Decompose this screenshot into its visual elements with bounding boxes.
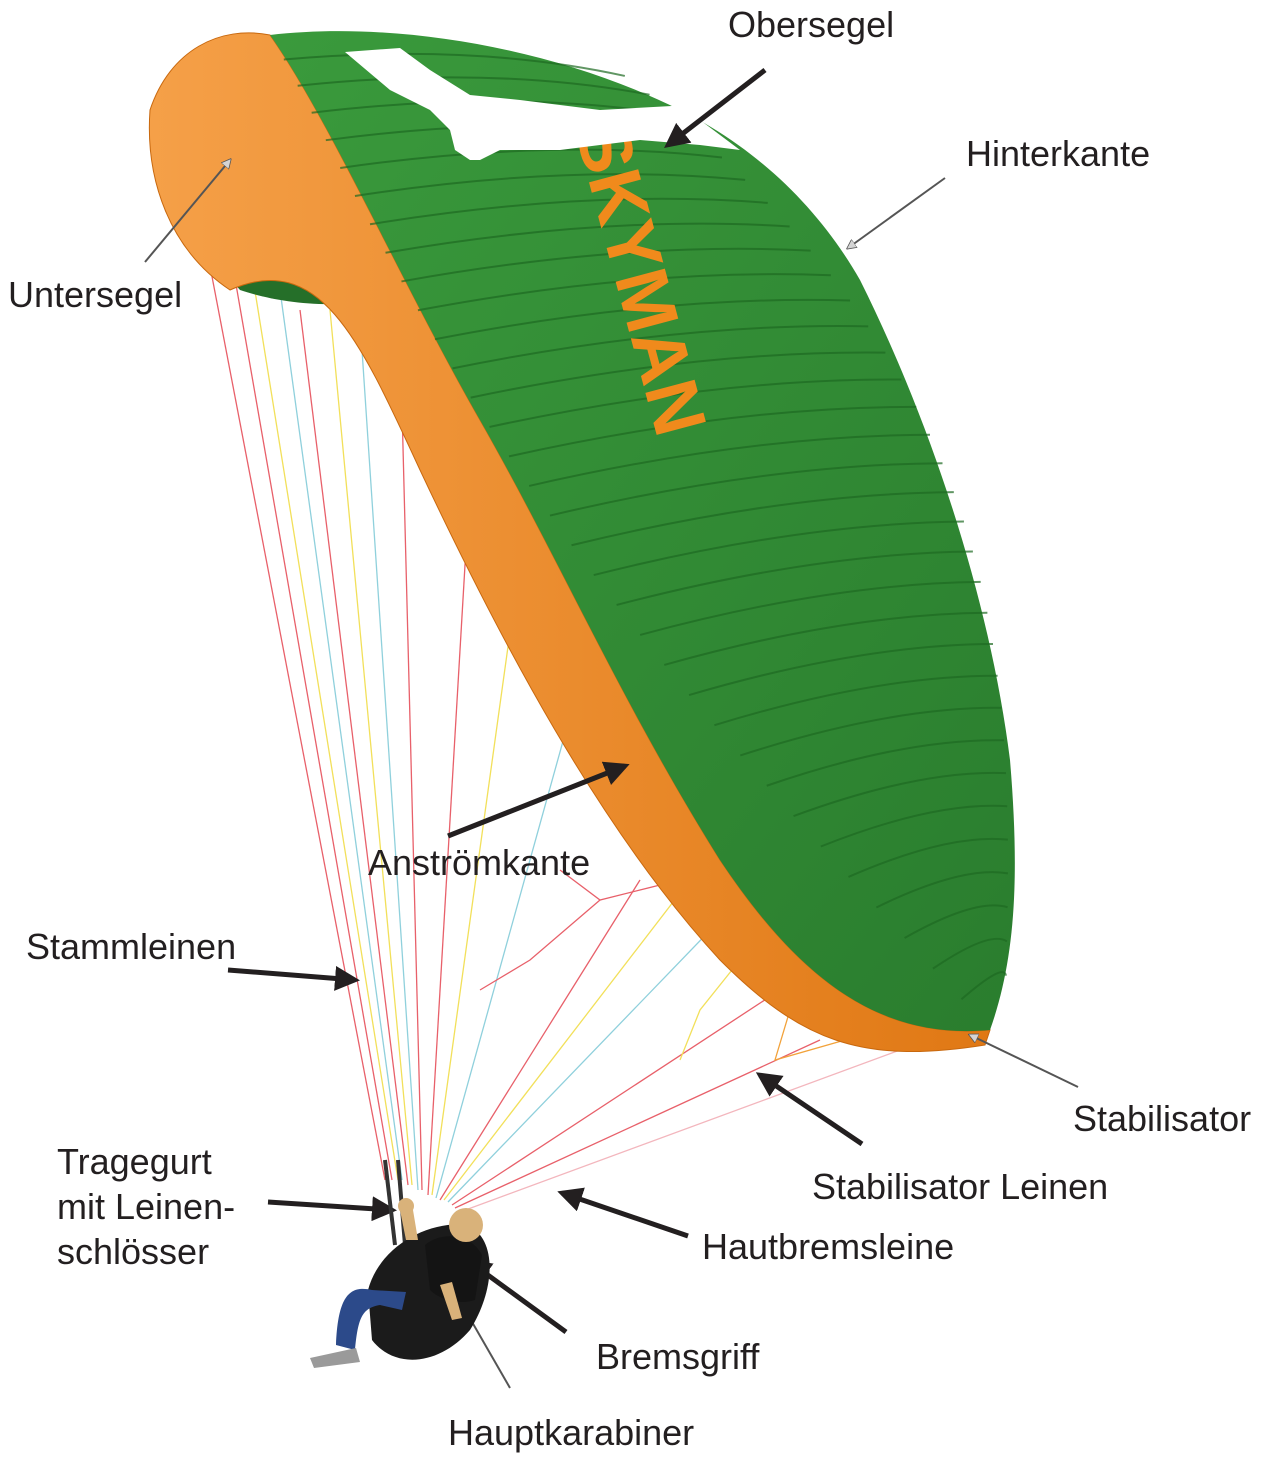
line-blue-4 — [448, 920, 720, 1202]
line-red-6 — [440, 880, 640, 1200]
line-red-8 — [455, 1040, 820, 1208]
pilot-hand-raised — [398, 1198, 414, 1214]
line-red-1 — [205, 240, 385, 1180]
label-hinterkante: Hinterkante — [966, 133, 1150, 175]
arrow-stammleinen — [228, 970, 355, 980]
label-stammleinen: Stammleinen — [26, 926, 236, 968]
label-tragegurt-line2: mit Leinen- — [57, 1186, 235, 1228]
pilot-head — [449, 1208, 483, 1242]
arrow-stabilisator-leinen — [760, 1075, 862, 1144]
arrow-stabilisator — [970, 1035, 1078, 1087]
label-stabilisator-leinen: Stabilisator Leinen — [812, 1166, 1108, 1208]
riser-left — [385, 1160, 395, 1245]
pilot-figure — [310, 1160, 490, 1368]
label-tragegurt-line1: Tragegurt — [57, 1141, 212, 1183]
label-tragegurt-line3: schlösser — [57, 1231, 209, 1273]
line-yellow-1 — [250, 260, 398, 1180]
label-obersegel: Obersegel — [728, 4, 894, 46]
label-hauptkarabiner: Hauptkarabiner — [448, 1412, 694, 1454]
line-blue-3 — [436, 680, 580, 1198]
label-bremsgriff: Bremsgriff — [596, 1336, 759, 1378]
label-hautbremsleine: Hautbremsleine — [702, 1226, 954, 1268]
arrow-tragegurt — [268, 1202, 392, 1210]
label-untersegel: Untersegel — [8, 274, 182, 316]
pilot-feet — [310, 1348, 360, 1368]
arrow-hautbremsleine — [562, 1193, 688, 1236]
line-red-7 — [452, 990, 780, 1205]
line-blue-2 — [360, 320, 418, 1190]
label-anstroemkante: Anströmkante — [368, 842, 590, 884]
cascade-yellow — [680, 960, 740, 1060]
arrow-hinterkante — [848, 178, 945, 248]
label-stabilisator: Stabilisator — [1073, 1098, 1251, 1140]
